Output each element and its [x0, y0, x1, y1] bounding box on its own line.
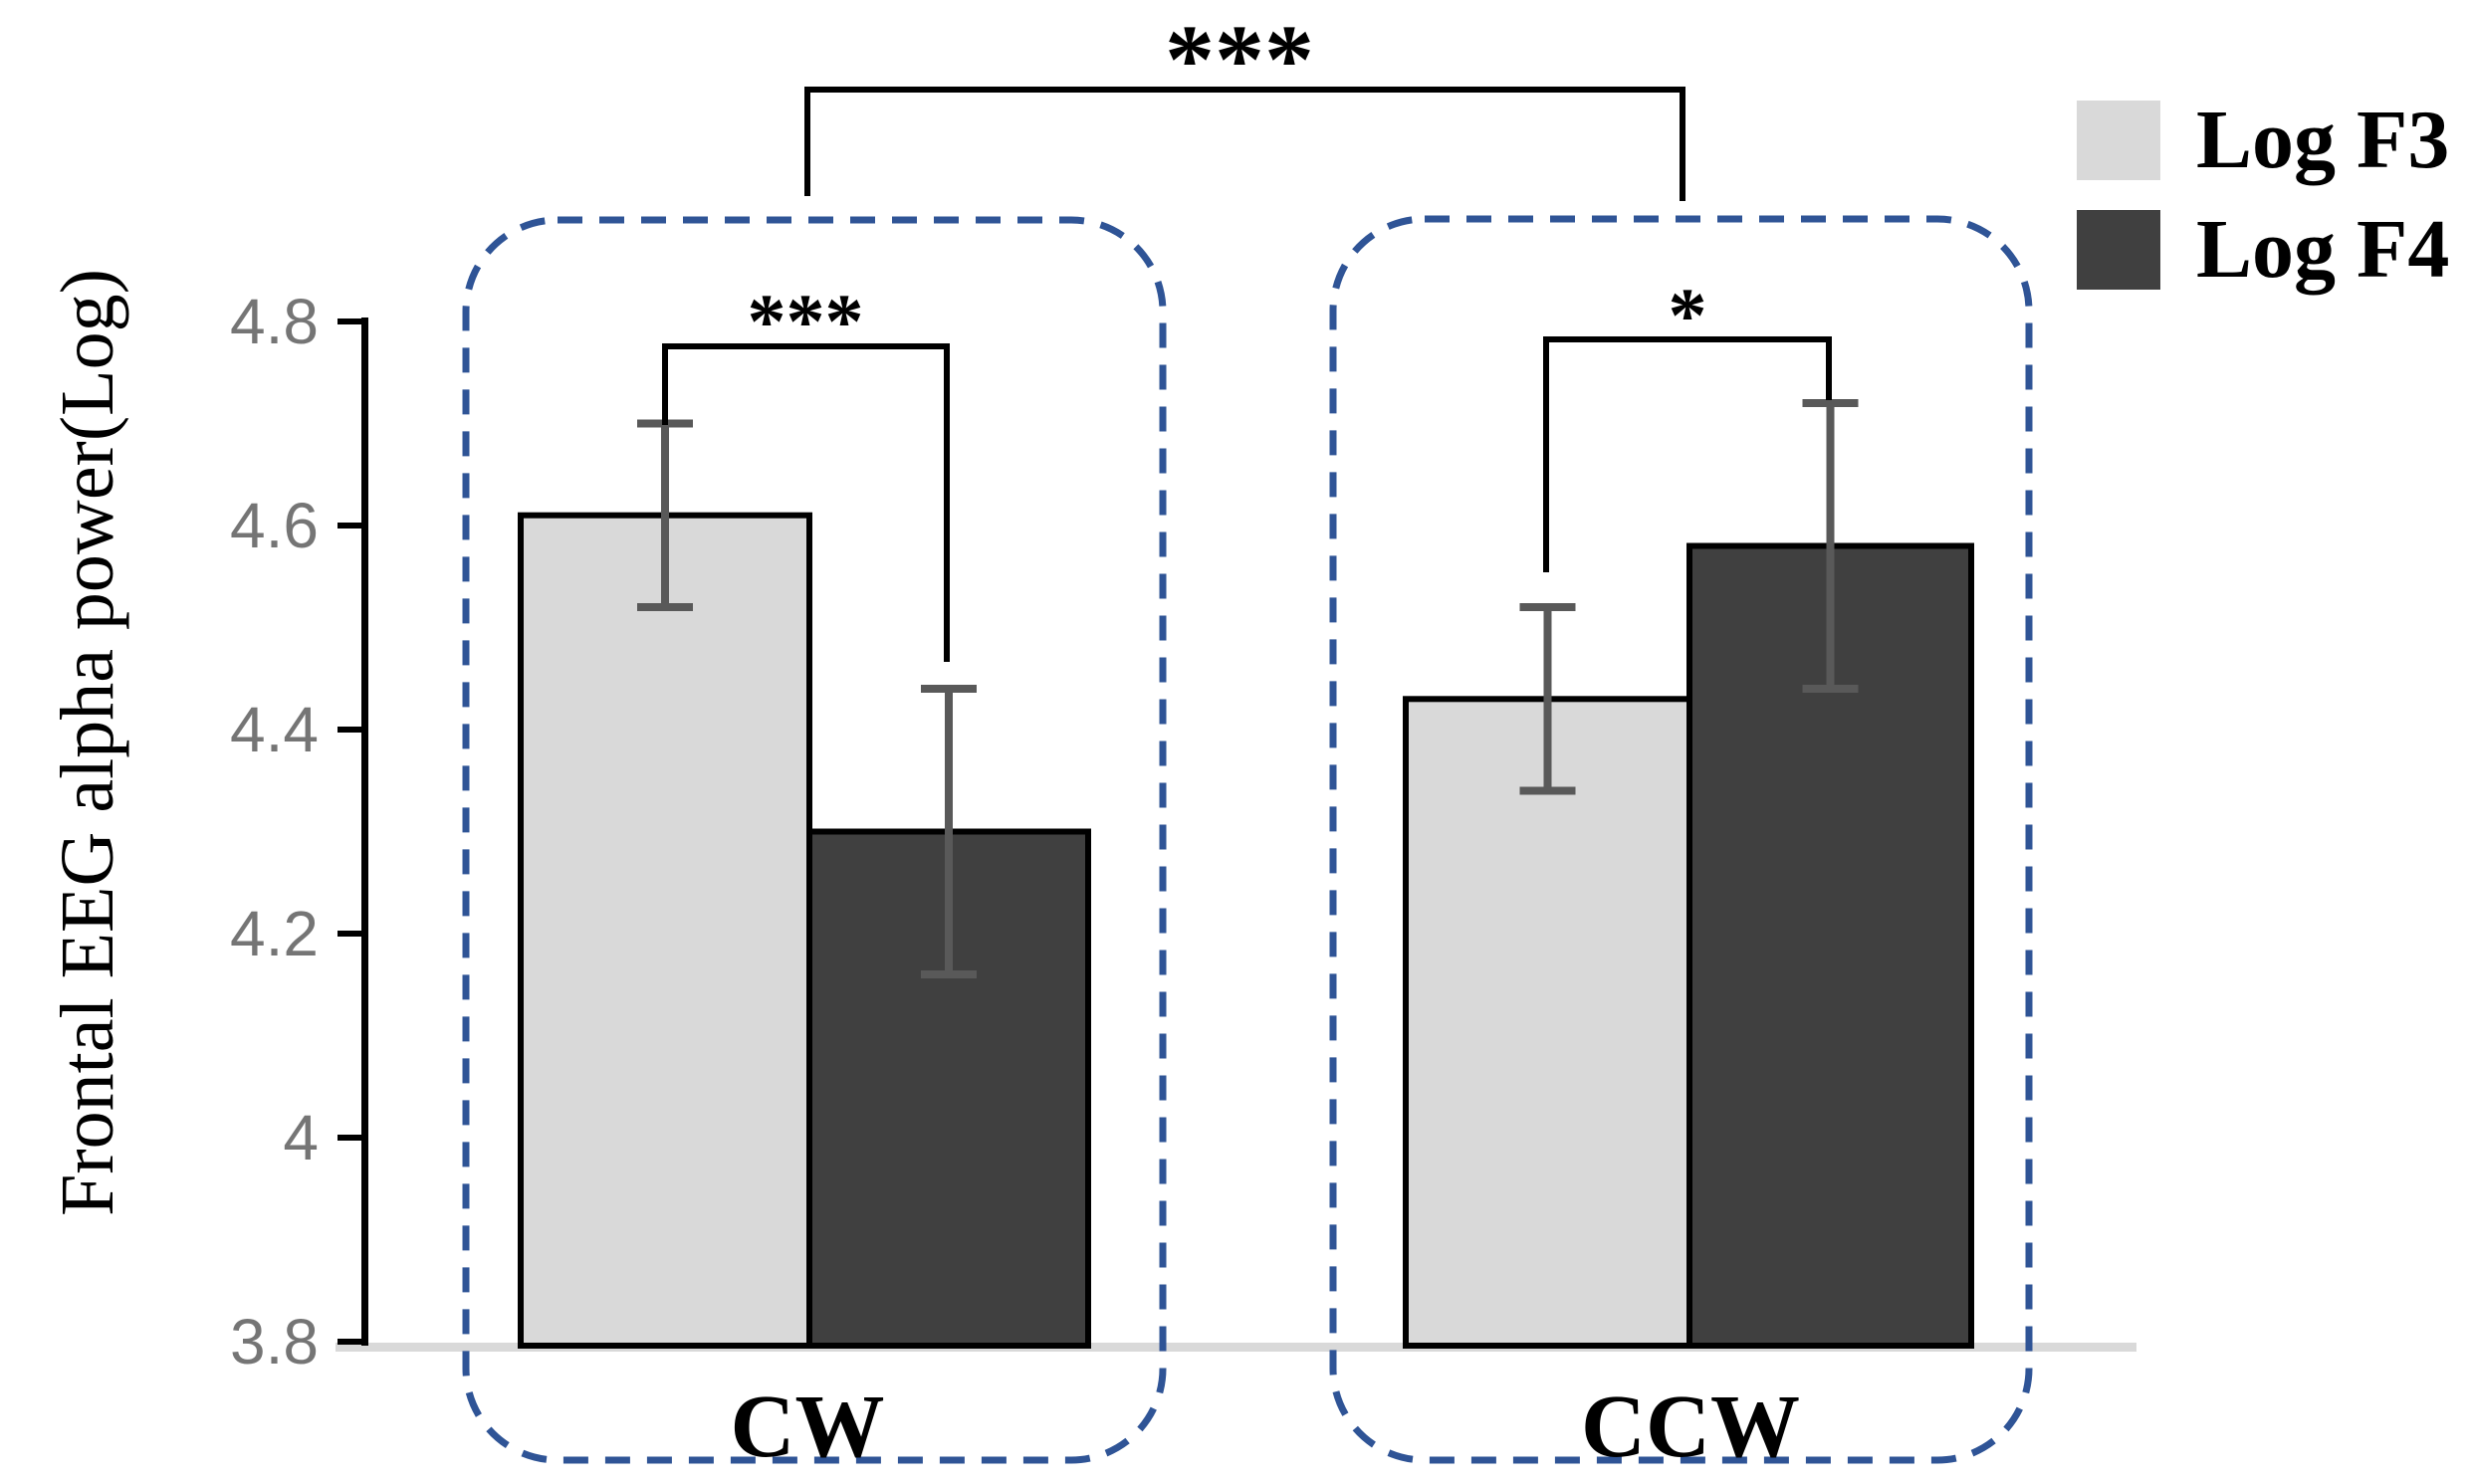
- bar-ccw-logf3: [1403, 696, 1692, 1349]
- ccw-pair-bracket: [1543, 336, 1832, 572]
- category-label-cw: CW: [730, 1378, 885, 1476]
- y-tick-label: 4.2: [230, 898, 319, 969]
- legend-swatch-logf4: [2077, 210, 2160, 290]
- significance-label-between-groups: ***: [1165, 4, 1314, 114]
- legend-label-logf4: Log F4: [2196, 203, 2450, 296]
- bar-cw-logf3: [518, 512, 812, 1349]
- legend-item-logf3: Log F3: [2077, 96, 2449, 185]
- cw-group-outline: [462, 216, 1167, 1464]
- error-bar-ccw-logf4: [1802, 399, 1859, 693]
- legend-label-logf3: Log F3: [2196, 94, 2450, 186]
- y-tick-label: 4.6: [230, 490, 319, 561]
- legend-swatch-logf3: [2077, 101, 2160, 180]
- cw-pair-bracket: [662, 343, 950, 662]
- y-tick-label: 4: [283, 1102, 319, 1173]
- bars-layer: [518, 399, 1974, 1349]
- error-bar-ccw-logf3: [1519, 603, 1576, 795]
- y-tick-label: 4.8: [230, 286, 319, 357]
- y-tick-label: 3.8: [230, 1306, 319, 1378]
- category-label-ccw: CCW: [1581, 1378, 1800, 1476]
- significance-label-cw-pair: ***: [747, 278, 864, 364]
- between-groups-bracket: [804, 87, 1685, 201]
- error-bar-cw-logf4: [921, 685, 977, 978]
- ccw-group-outline: [1329, 215, 2033, 1464]
- significance-label-ccw-pair: *: [1668, 272, 1707, 358]
- y-tick-label: 4.4: [230, 694, 319, 765]
- legend-item-logf4: Log F4: [2077, 205, 2449, 295]
- y-axis-ticks: [337, 318, 365, 1345]
